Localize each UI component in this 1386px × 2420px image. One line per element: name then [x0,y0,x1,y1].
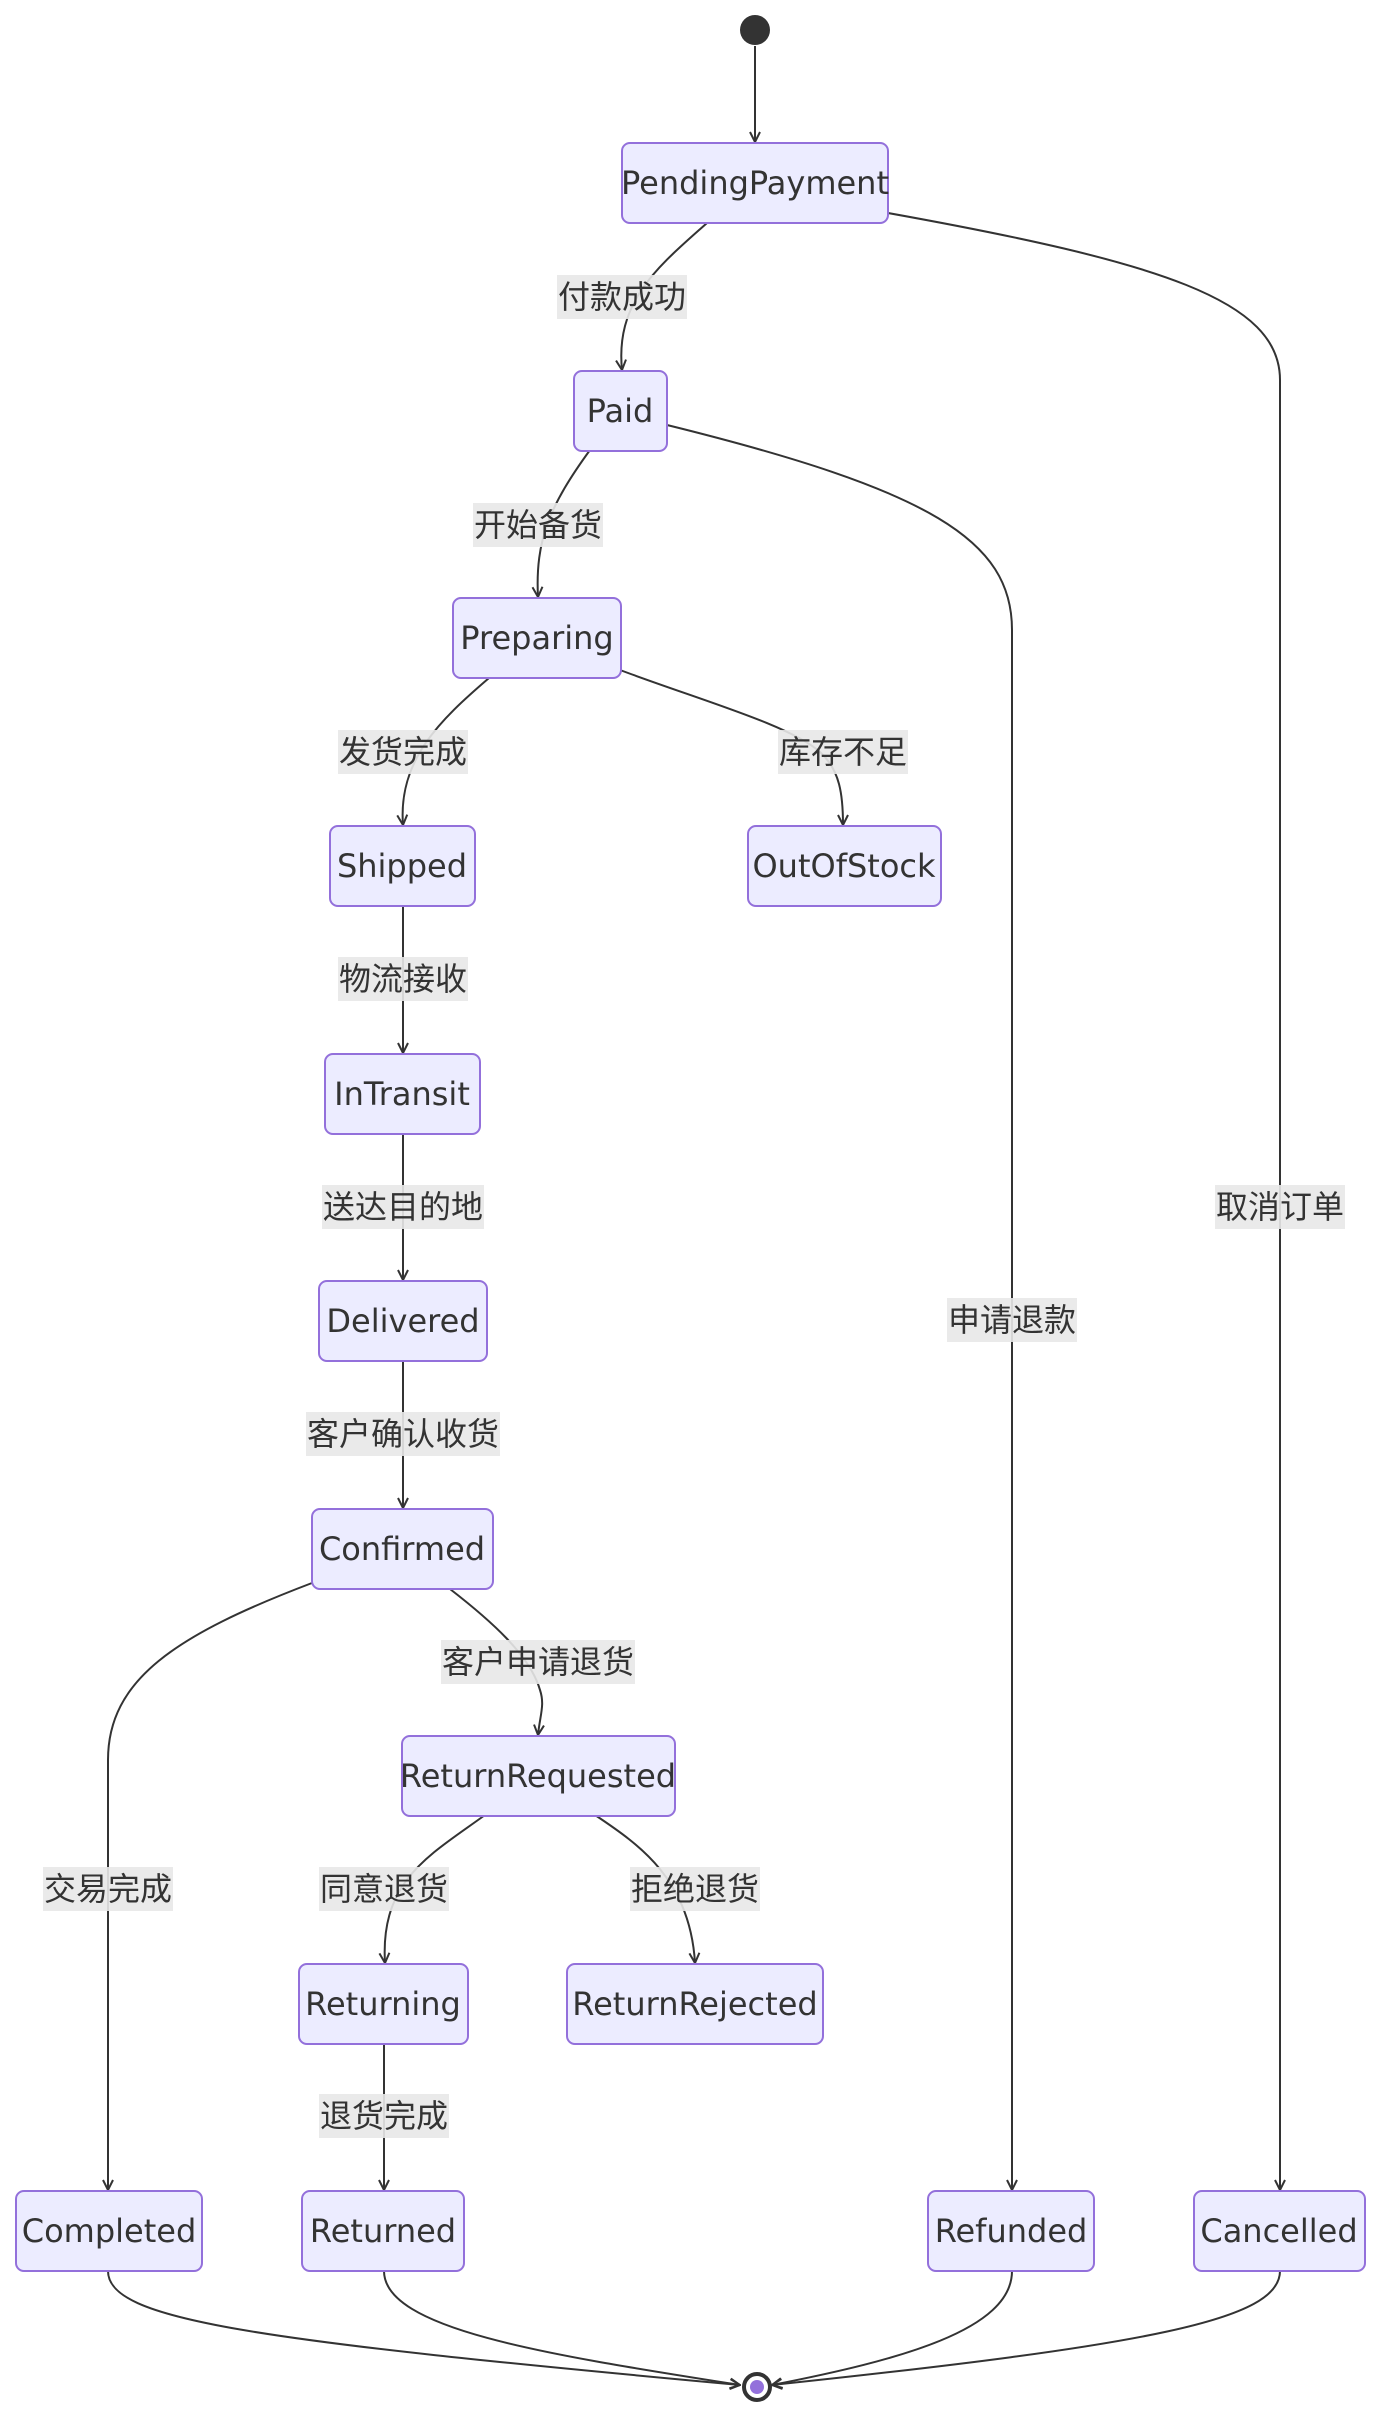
state-returnrejected-label: ReturnRejected [572,1985,817,2023]
label-return-refused: 拒绝退货 [630,1867,760,1911]
state-delivered[interactable]: Delivered [318,1280,488,1362]
state-preparing-label: Preparing [460,619,613,657]
label-payment-success: 付款成功 [557,275,687,319]
state-returned-label: Returned [310,2212,456,2250]
edge-cancelled-to-end [772,2270,1281,2385]
label-return-agreed: 同意退货 [319,1867,449,1911]
label-return-request-text: 客户申请退货 [442,1643,634,1681]
end-state [742,2372,772,2402]
state-returned[interactable]: Returned [301,2190,465,2272]
label-trade-completed-text: 交易完成 [44,1870,172,1908]
state-cancelled[interactable]: Cancelled [1193,2190,1366,2272]
label-start-preparing: 开始备货 [473,503,603,547]
state-refunded[interactable]: Refunded [927,2190,1095,2272]
label-shipping-done: 发货完成 [338,730,468,774]
state-cancelled-label: Cancelled [1200,2212,1357,2250]
state-preparing[interactable]: Preparing [452,597,622,679]
edge-confirmed-to-completed [108,1582,313,2190]
state-paid-label: Paid [587,392,654,430]
state-delivered-label: Delivered [326,1302,479,1340]
label-refund-request: 申请退款 [947,1298,1077,1342]
label-out-of-stock-text: 库存不足 [779,733,907,771]
label-shipping-done-text: 发货完成 [339,733,467,771]
state-completed[interactable]: Completed [15,2190,203,2272]
state-paid[interactable]: Paid [573,370,668,452]
label-refund-request-text: 申请退款 [948,1301,1076,1339]
label-trade-completed: 交易完成 [43,1867,173,1911]
label-logistics-received: 物流接收 [338,957,468,1001]
nodes: PendingPayment Paid Preparing Shipped Ou… [15,142,1366,2272]
state-intransit[interactable]: InTransit [324,1053,481,1135]
state-pendingpayment[interactable]: PendingPayment [621,142,889,224]
state-pendingpayment-label: PendingPayment [621,164,889,202]
state-returnrequested-label: ReturnRequested [400,1757,676,1795]
label-cancel-order: 取消订单 [1215,1185,1345,1229]
label-return-refused-text: 拒绝退货 [631,1870,759,1908]
label-return-done: 退货完成 [319,2094,449,2138]
label-out-of-stock: 库存不足 [778,730,908,774]
edge-refunded-to-end [772,2270,1013,2385]
label-arrived: 送达目的地 [322,1185,484,1229]
state-completed-label: Completed [22,2212,197,2250]
state-shipped-label: Shipped [337,847,467,885]
label-start-preparing-text: 开始备货 [474,506,602,544]
edge-returned-to-end [383,2270,740,2385]
state-returnrequested[interactable]: ReturnRequested [400,1735,676,1817]
label-cancel-order-text: 取消订单 [1216,1188,1344,1226]
edge-labels: 付款成功 开始备货 发货完成 库存不足 物流接收 送达目的地 客户确认收货 客 [43,275,1345,2138]
state-outofstock[interactable]: OutOfStock [747,825,942,907]
state-returnrejected[interactable]: ReturnRejected [566,1963,824,2045]
edge-paid-to-refunded [666,424,1012,2190]
state-confirmed-label: Confirmed [319,1530,485,1568]
label-return-agreed-text: 同意退货 [320,1870,448,1908]
edge-pendingpayment-to-cancelled [887,212,1280,2190]
state-returning[interactable]: Returning [298,1963,469,2045]
state-shipped[interactable]: Shipped [329,825,476,907]
state-returning-label: Returning [305,1985,461,2023]
start-state [740,15,770,45]
label-return-request: 客户申请退货 [441,1640,635,1684]
state-intransit-label: InTransit [334,1075,470,1113]
state-outofstock-label: OutOfStock [752,847,936,885]
label-payment-success-text: 付款成功 [558,278,686,316]
label-logistics-received-text: 物流接收 [339,960,467,998]
state-confirmed[interactable]: Confirmed [311,1508,494,1590]
label-customer-confirmed: 客户确认收货 [306,1412,500,1456]
label-return-done-text: 退货完成 [320,2097,448,2135]
edge-completed-to-end [107,2270,740,2385]
label-customer-confirmed-text: 客户确认收货 [307,1415,499,1453]
state-refunded-label: Refunded [935,2212,1088,2250]
label-arrived-text: 送达目的地 [323,1188,483,1226]
